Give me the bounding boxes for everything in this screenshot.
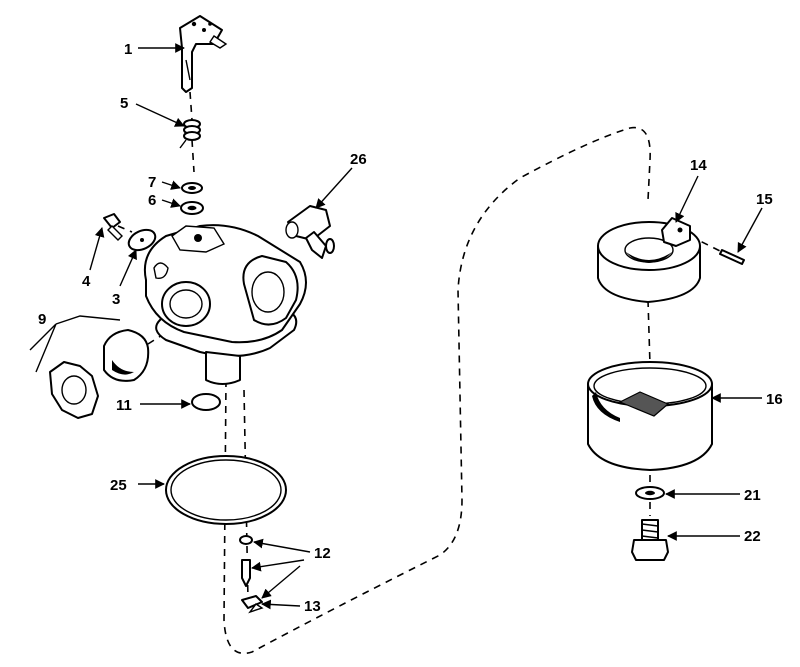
needle-clip-part (241, 595, 264, 614)
label-part-6: 6 (148, 192, 156, 209)
welch-plug-part (191, 393, 221, 411)
label-part-26: 26 (350, 151, 367, 168)
label-part-22: 22 (744, 528, 761, 545)
leader-lines (29, 43, 763, 610)
label-part-12: 12 (314, 545, 331, 562)
throttle-bracket-part (179, 15, 228, 93)
label-part-4: 4 (82, 273, 91, 290)
label-part-5: 5 (120, 95, 128, 112)
label-part-14: 14 (690, 157, 707, 174)
label-part-3: 3 (112, 291, 120, 308)
throttle-plate-part (127, 228, 157, 252)
screw-part (103, 213, 123, 241)
float-bowl-part (587, 361, 713, 471)
float-pin-part (719, 249, 745, 265)
float-part (597, 217, 701, 303)
carburetor-body-part (144, 224, 307, 385)
label-part-16: 16 (766, 391, 783, 408)
label-part-13: 13 (304, 598, 321, 615)
dashed-axis-center (191, 139, 195, 173)
spring-part (179, 119, 201, 149)
inlet-needle-seat-part (239, 535, 253, 587)
label-part-7: 7 (148, 174, 156, 191)
label-part-21: 21 (744, 487, 761, 504)
label-part-1: 1 (124, 41, 132, 58)
bowl-nut-part (631, 519, 669, 561)
dashed-axis-float (647, 299, 651, 366)
bowl-gasket-part (165, 455, 287, 525)
label-part-11: 11 (116, 397, 132, 414)
washer-part-7 (181, 182, 203, 194)
primer-bulb-part (49, 329, 150, 419)
fuel-path-dashed-loop (223, 126, 651, 655)
label-part-9: 9 (38, 311, 46, 328)
fuel-inlet-elbow-part (285, 205, 335, 259)
dashed-axis-primer (147, 329, 171, 345)
dashed-axis-top (189, 91, 193, 121)
bowl-washer-part (635, 486, 665, 500)
label-part-15: 15 (756, 191, 773, 208)
part-number-labels: 1 5 7 6 26 4 3 9 11 25 12 13 14 15 16 21… (38, 41, 783, 615)
label-part-25: 25 (110, 477, 127, 494)
dashed-axis-screw (117, 225, 133, 233)
washer-part-6 (180, 201, 204, 215)
